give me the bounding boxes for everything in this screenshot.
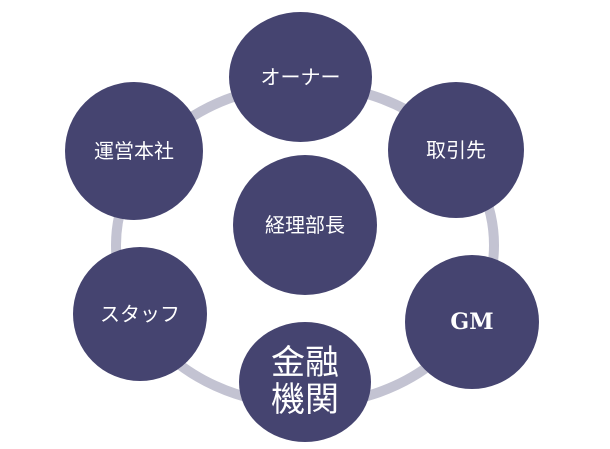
node-staff-label: スタッフ [100,302,180,326]
node-owner: オーナー [229,12,372,142]
node-finance-label: 金融 機関 [271,342,339,420]
node-client: 取引先 [388,82,524,218]
center-node-accounting-manager: 経理部長 [233,155,377,295]
center-node-label: 経理部長 [265,213,345,237]
node-gm-label: GM [450,308,494,335]
node-headquarters: 運営本社 [65,82,203,220]
node-staff: スタッフ [73,247,207,381]
node-finance-institution: 金融 機関 [239,322,371,442]
node-owner-label: オーナー [260,65,341,89]
node-client-label: 取引先 [426,138,486,162]
node-gm: GM [405,255,539,389]
node-headquarters-label: 運営本社 [94,139,174,163]
